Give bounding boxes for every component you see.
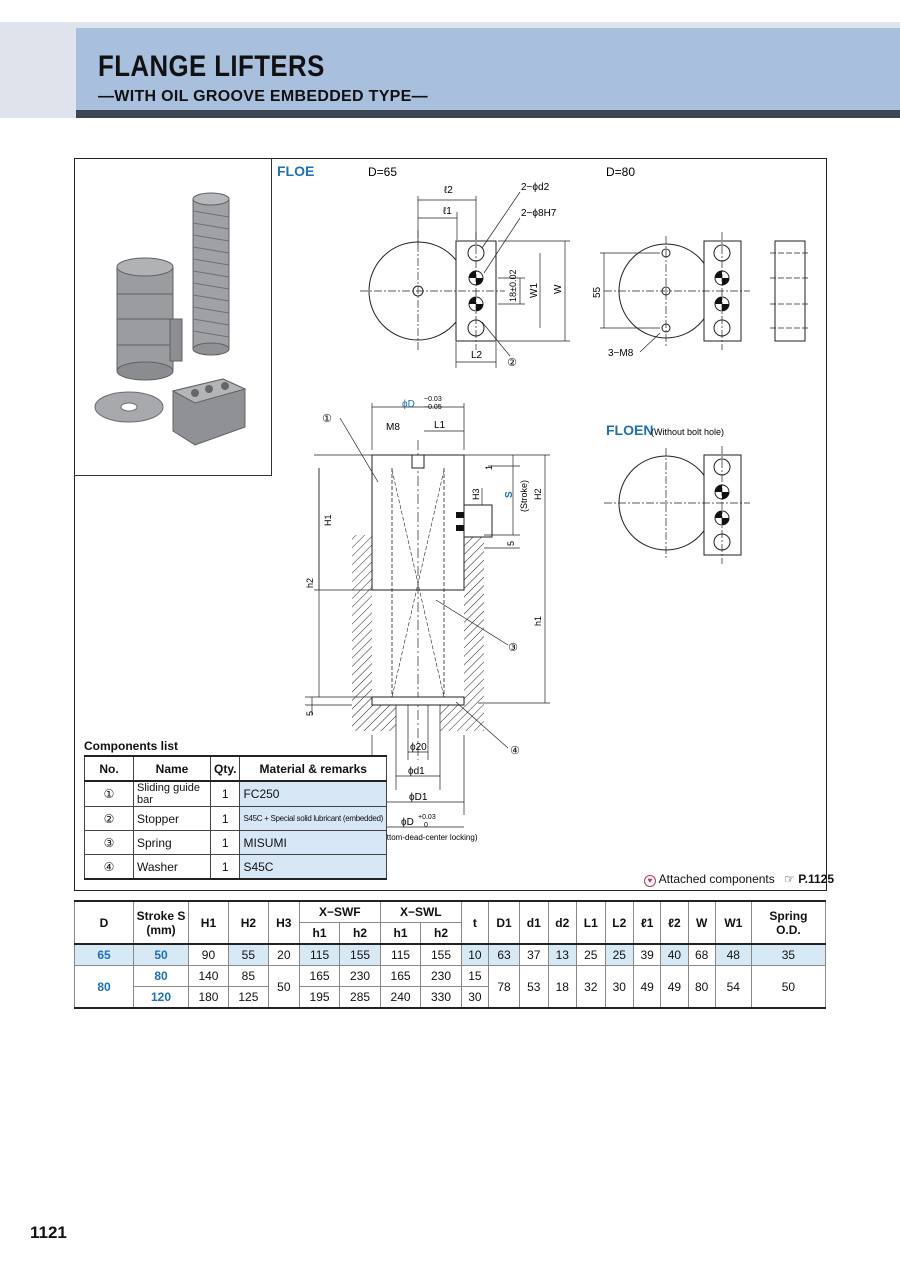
d65-label: D=65 [368,165,397,179]
col-qty: Qty. [209,755,241,782]
page-subtitle: —WITH OIL GROOVE EMBEDDED TYPE— [98,88,428,105]
dim-phiD-up: −0.03 [424,396,442,403]
table-row: ④ Washer 1 S45C [84,854,388,880]
technical-drawing: FLOE D=65 D=80 ℓ2 ℓ1 2−ϕ [277,163,810,842]
table-row: 120 180 125 195 285 240 330 30 [75,986,826,1009]
dim-L1: L1 [434,420,446,431]
dim-phiD: ϕD [402,399,415,410]
dim-w: W [553,284,564,294]
label-hole-8h7: 2−ϕ8H7 [521,208,557,219]
dim-h1: h1 [533,616,543,626]
d80-label: D=80 [606,165,635,179]
components-table: No. Name Qty. Material & remarks ① Slidi… [84,755,388,880]
attachment-icon: ♥ [644,875,656,887]
table-row: ② Stopper 1 S45C + Special solid lubrica… [84,806,388,831]
dim-5-right: 5 [506,541,516,546]
col-material: Material & remarks [239,755,388,782]
page-number: 1121 [30,1223,67,1242]
table-row: ① Sliding guide bar 1 FC250 [84,780,388,807]
dim-phiD-bottom-up: +0.03 [418,814,436,821]
callout-3: ③ [508,642,518,654]
note-bottom-dead-center: (For bottom-dead-center locking) [361,833,478,842]
dim-S: S [504,491,515,498]
dim-H3: H3 [471,488,481,500]
dim-L2: L2 [471,350,483,361]
dim-phiD-bottom: ϕD [401,817,414,828]
dim-phiD-bottom-lo: 0 [424,822,428,829]
dim-55: 55 [592,286,603,298]
table-row: ③ Spring 1 MISUMI [84,830,388,855]
floen-top-view [604,446,750,564]
dim-tol18: 18±0.02 [508,270,518,302]
dim-m8: M8 [386,422,400,433]
dim-phiD1: ϕD1 [409,792,428,803]
dim-w1: W1 [529,283,540,298]
components-list-title: Components list [84,739,179,753]
floen-note: (Without bolt hole) [651,427,724,437]
dim-phid1: ϕd1 [408,766,425,777]
dim-l2: ℓ2 [444,185,453,196]
page-ref-icon: ☞ [784,872,795,886]
product-photo [94,192,247,446]
product-photo-frame [74,158,272,476]
floe-d65-top-view [360,191,570,368]
dim-phiD-lo: −0.05 [424,404,442,411]
col-name: Name [133,755,211,782]
table-row: 65 50 90 55 20 115 155 115 155 10 63 37 … [74,943,827,966]
stopper-marks [469,271,483,311]
spec-table: D Stroke S(mm) H1 H2 H3 X−SWF X−SWL t D1… [74,900,827,1009]
col-no: No. [84,755,134,782]
page-title: FLANGE LIFTERS [98,50,325,83]
callout-2: ② [507,357,517,369]
header-underline [76,110,900,118]
header-band [76,28,900,112]
dim-phi20: ϕ20 [410,742,427,753]
dim-H2: H2 [533,488,543,500]
dim-1: 1 [484,465,494,470]
attached-components-note: ♥ Attached components ☞ P.1125 [644,872,834,887]
floe-label: FLOE [277,163,314,179]
dim-l1: ℓ1 [443,206,452,217]
floe-section-view [305,403,550,828]
drawing-panel [74,158,827,891]
dim-stroke: (Stroke) [519,480,529,512]
attached-page-ref[interactable]: P.1125 [798,872,835,886]
callout-4: ④ [510,745,520,757]
floen-label: FLOEN [606,422,653,438]
dim-H1: H1 [323,514,333,526]
dim-5-left: 5 [305,711,315,716]
dim-h2: h2 [305,578,315,588]
callout-1: ① [322,413,332,425]
label-hole-d2: 2−ϕd2 [521,182,550,193]
floe-d80-top-view [600,232,810,353]
table-row: 80 80 140 85 50 165 230 165 230 15 78 53… [74,965,827,1009]
label-3m8: 3−M8 [608,348,634,359]
